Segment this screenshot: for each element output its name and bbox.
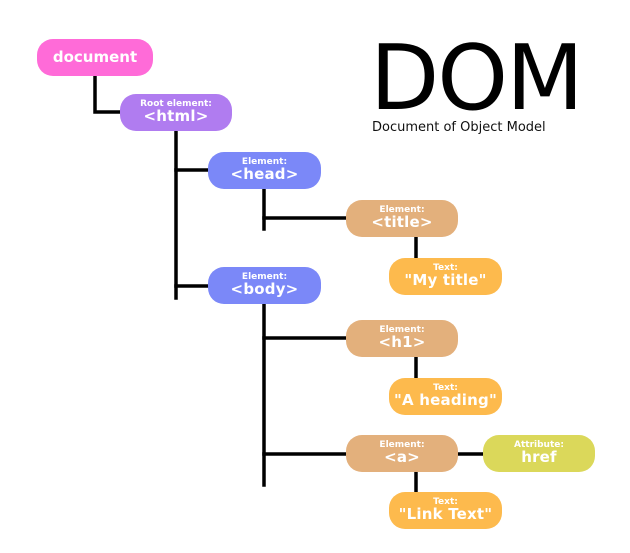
- node-h1: Element: <h1>: [346, 320, 458, 357]
- node-h1-text: Text: "A heading": [389, 378, 502, 415]
- node-document: document: [37, 39, 153, 76]
- node-h1-label: <h1>: [378, 333, 426, 352]
- node-title-text-caption: Text:: [433, 262, 458, 273]
- node-head-caption: Element:: [241, 156, 288, 167]
- node-body-caption: Element:: [241, 271, 288, 282]
- node-body: Element: <body>: [208, 267, 321, 304]
- node-html: Root element: <html>: [120, 94, 232, 131]
- node-h1-text-label: "A heading": [394, 391, 497, 410]
- node-title-text-label: "My title": [404, 271, 487, 290]
- node-a-text-caption: Text:: [433, 496, 458, 507]
- node-href-attribute: Attribute: href: [483, 435, 595, 472]
- node-html-label: <html>: [143, 107, 209, 126]
- node-a: Element: <a>: [346, 435, 458, 472]
- connector-document-html: [93, 70, 126, 114]
- node-head: Element: <head>: [208, 152, 321, 189]
- node-title-text: Text: "My title": [389, 258, 502, 295]
- page-subtitle: Document of Object Model: [372, 120, 546, 135]
- node-a-text-label: "Link Text": [398, 505, 493, 524]
- node-a-label: <a>: [384, 448, 420, 467]
- node-href-caption: Attribute:: [514, 439, 564, 450]
- node-title-element-caption: Element:: [379, 204, 425, 215]
- node-href-label: href: [521, 448, 557, 467]
- node-h1-caption: Element:: [379, 324, 425, 335]
- node-a-text: Text: "Link Text": [389, 492, 502, 529]
- node-a-caption: Element:: [379, 439, 425, 450]
- node-html-caption: Root element:: [140, 98, 212, 109]
- node-title-element-label: <title>: [371, 213, 433, 232]
- node-body-label: <body>: [230, 280, 299, 299]
- page-title: DOM: [370, 26, 584, 131]
- node-head-label: <head>: [230, 165, 299, 184]
- node-title-element: Element: <title>: [346, 200, 458, 237]
- node-document-label: document: [52, 47, 138, 66]
- node-h1-text-caption: Text:: [433, 382, 458, 393]
